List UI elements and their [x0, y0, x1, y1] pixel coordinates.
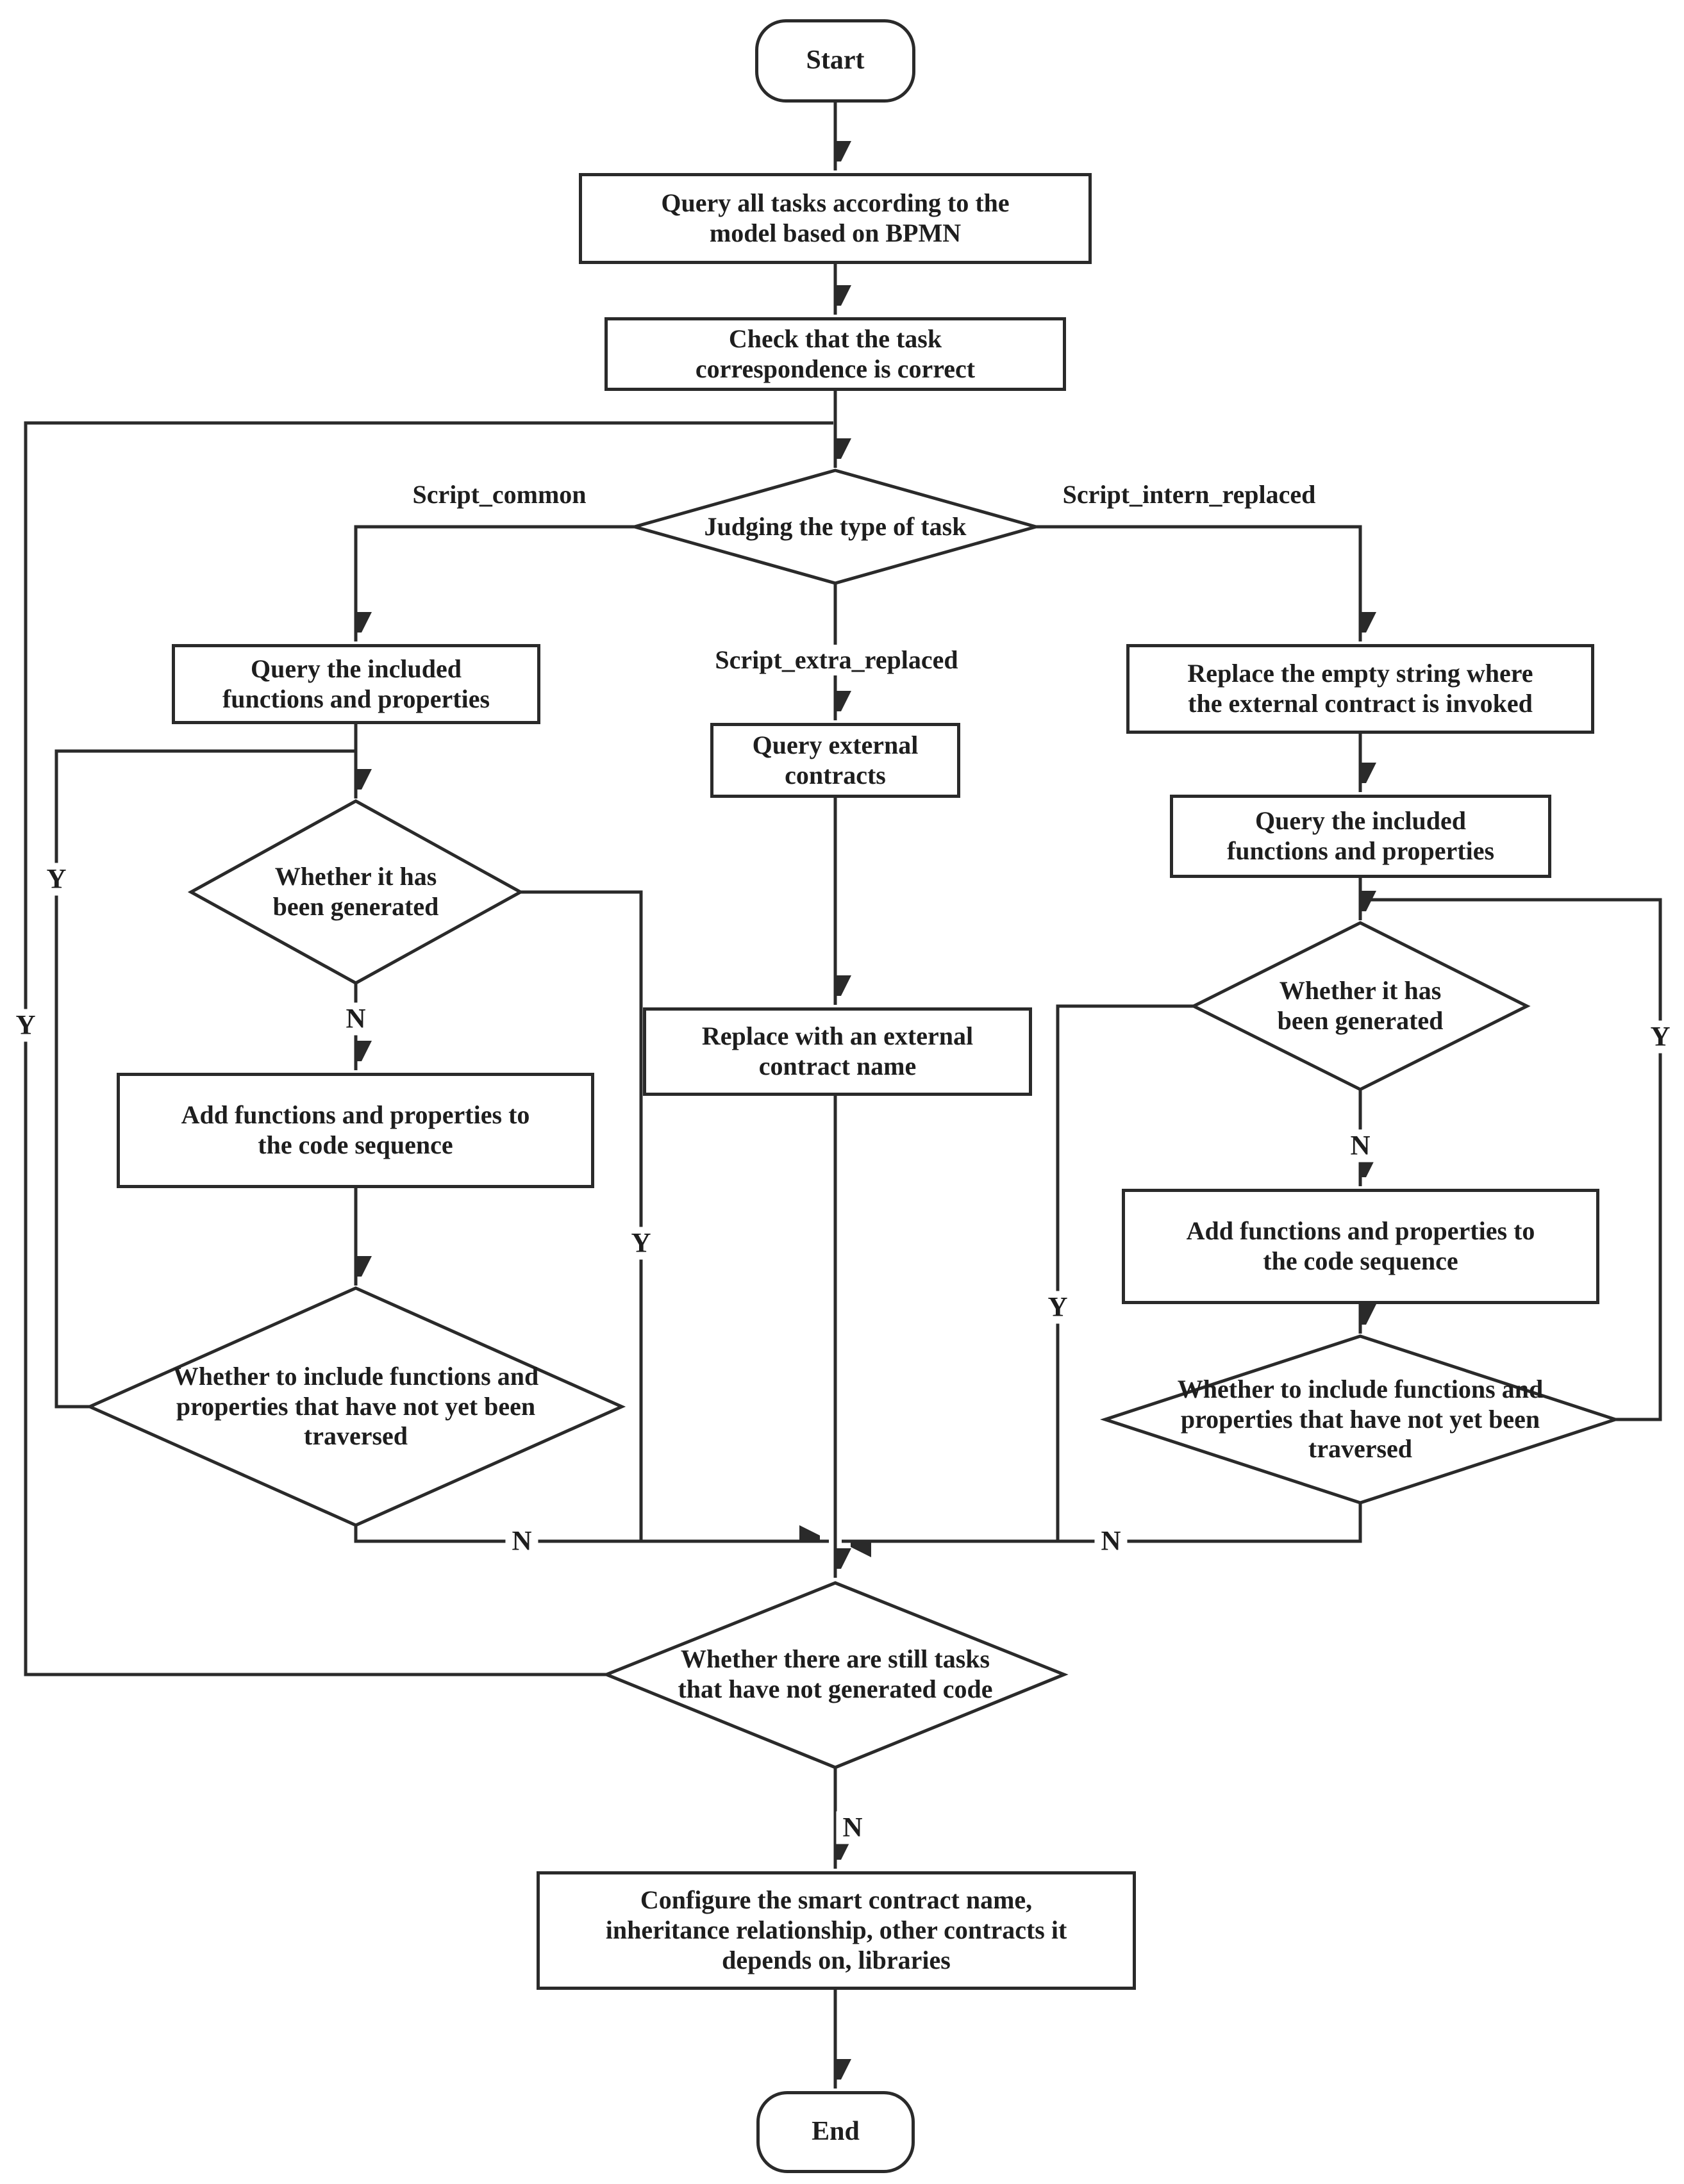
judging-type-diamond-label: Judging the type of task	[704, 511, 967, 541]
left-generated-no-label: N	[339, 1002, 372, 1036]
left-query-included-box: Query the included functions and propert…	[172, 644, 540, 724]
right-replace-empty-box: Replace the empty string where the exter…	[1126, 644, 1594, 734]
edge-left-generated-yes-down	[521, 890, 643, 1541]
right-generated-yes-label: Y	[1041, 1291, 1074, 1324]
left-whether-generated-diamond-shape	[187, 799, 524, 985]
edge-left-traversed-yes-loop	[54, 749, 354, 1409]
tasks-remaining-diamond-shape	[602, 1581, 1069, 1769]
edge-right-traversed-yes-loop	[1360, 898, 1662, 1421]
right-whether-traversed-diamond-label: Whether to include functions and propert…	[1177, 1374, 1544, 1464]
left-whether-generated-diamond-label: Whether it has been generated	[272, 862, 439, 921]
configure-contract-box: Configure the smart contract name, inher…	[537, 1871, 1136, 1990]
tasks-remaining-diamond-label: Whether there are still tasks that have …	[678, 1644, 993, 1703]
right-whether-traversed-diamond-shape	[1099, 1334, 1621, 1505]
left-whether-traversed-diamond-shape	[85, 1286, 626, 1527]
query-all-tasks-box: Query all tasks according to the model b…	[579, 173, 1092, 264]
judging-type-diamond-shape	[628, 468, 1042, 585]
script-intern-replaced-label: Script_intern_replaced	[1062, 480, 1316, 509]
tasks-no-label: N	[836, 1811, 869, 1844]
end-terminator: End	[756, 2091, 915, 2173]
edge-left-traversed-no-merge	[354, 1525, 829, 1543]
left-generated-yes-label: Y	[624, 1227, 658, 1260]
edge-tasks-yes-feedback	[24, 421, 833, 1676]
right-traversed-no-label: N	[1094, 1525, 1128, 1558]
right-generated-no-label: N	[1344, 1129, 1377, 1162]
edge-right-generated-yes-down	[1056, 1004, 1194, 1541]
right-traversed-yes-label: Y	[1644, 1020, 1677, 1054]
start-terminator: Start	[755, 19, 915, 103]
edge-right-traversed-no-merge	[842, 1503, 1362, 1541]
query-external-contracts-box: Query external contracts	[710, 723, 960, 798]
edge-judging-to-right-replace	[1036, 525, 1360, 641]
script-common-label: Script_common	[412, 480, 587, 509]
edge-judging-to-left-query	[354, 525, 635, 641]
check-correspondence-box: Check that the task correspondence is co…	[604, 317, 1066, 391]
right-add-functions-box: Add functions and properties to the code…	[1122, 1189, 1599, 1304]
left-whether-traversed-diamond-label: Whether to include functions and propert…	[172, 1361, 539, 1451]
left-traversed-no-label: N	[505, 1525, 538, 1558]
tasks-yes-feedback-label: Y	[9, 1009, 42, 1042]
right-query-included-box: Query the included functions and propert…	[1170, 795, 1551, 878]
replace-external-name-box: Replace with an external contract name	[643, 1007, 1032, 1096]
right-whether-generated-diamond-label: Whether it has been generated	[1277, 976, 1444, 1035]
left-traversed-yes-label: Y	[40, 863, 73, 896]
right-whether-generated-diamond-shape	[1190, 921, 1531, 1091]
script-extra-replaced-label: Script_extra_replaced	[708, 645, 965, 675]
left-add-functions-box: Add functions and properties to the code…	[117, 1073, 594, 1188]
